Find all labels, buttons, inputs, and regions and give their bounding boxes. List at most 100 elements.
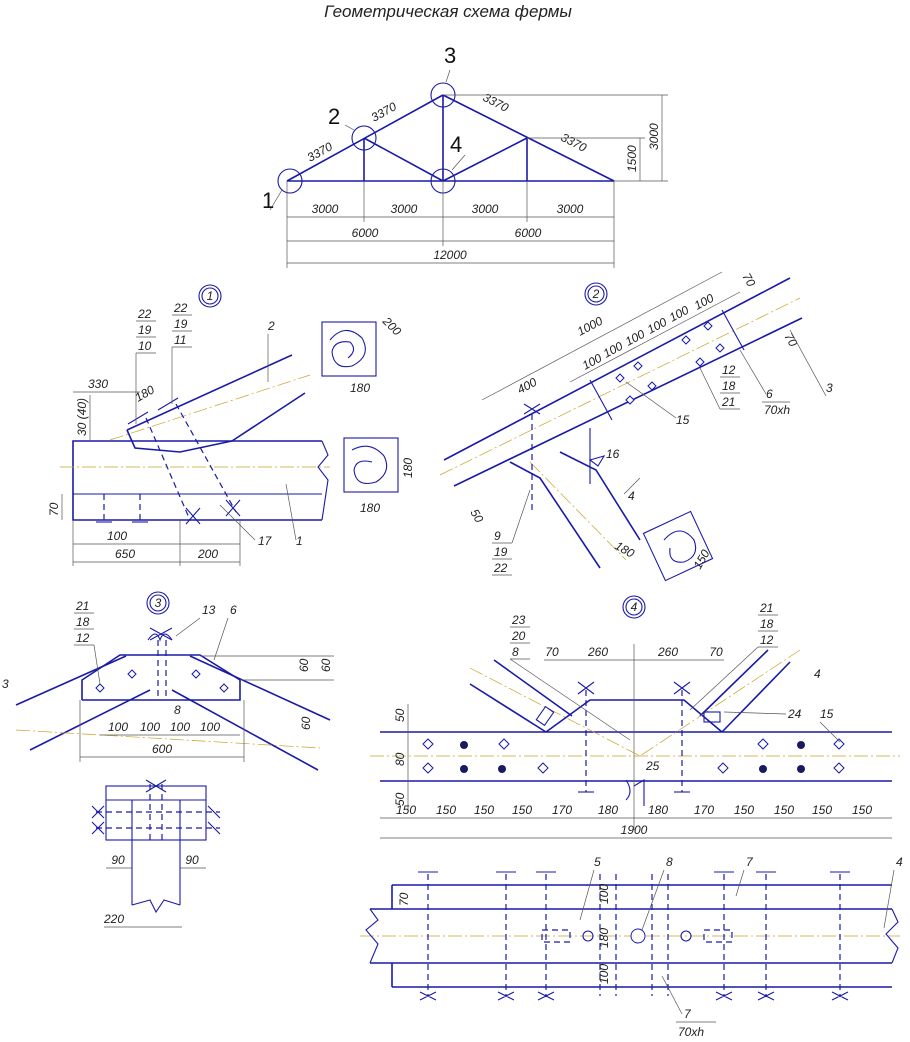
node-1-top-chord-top [126, 354, 293, 431]
node-4-bottom-dim: 150 [734, 803, 754, 817]
node-3-detail-view [105, 785, 207, 841]
node-2-dim: 50 [467, 507, 486, 526]
node-4-side-dim: 50 [393, 792, 407, 806]
diagonal-left [363, 137, 444, 182]
node-4-plan-leader: 8 [666, 855, 673, 869]
node-4-plan-leader: 7 [684, 1007, 692, 1021]
node-label-1: 1 [262, 188, 274, 213]
node-2-stack-a: 18 [722, 379, 736, 393]
node-3-detail-dim: 220 [103, 912, 124, 926]
leader-4 [451, 154, 466, 171]
node-2-leader: 6 [766, 387, 773, 401]
node-4-top-dim: 70 [545, 645, 559, 659]
node-3-detail-dim: 90 [111, 853, 125, 867]
node-3-dim: 100 [140, 720, 160, 734]
node-4-leader: 25 [645, 759, 660, 773]
node-3-detail: 3 21 18 12 13 6 3 8 60 60 60 [2, 591, 334, 928]
node-4-bottom-dim: 150 [774, 803, 794, 817]
node-1-section-dim: 180 [350, 381, 370, 395]
top-chord-length: 3370 [305, 139, 335, 164]
node-2-top-chord-top [443, 277, 791, 461]
top-chord-length: 3370 [559, 130, 589, 155]
node-1-badge [198, 284, 222, 308]
dim-span: 12000 [433, 248, 467, 262]
node-3-dim: 600 [152, 742, 172, 756]
node-4-top-dim: 260 [587, 645, 608, 659]
dim-panel: 3000 [472, 202, 499, 216]
node-4-stack-a: 8 [512, 645, 519, 659]
dim-panel: 3000 [312, 202, 339, 216]
node-3-badge-label: 3 [155, 596, 162, 610]
leader-3 [445, 69, 451, 83]
node-3-leader: 13 [202, 603, 216, 617]
node-2-badge-label: 2 [592, 287, 600, 301]
node-1-dim: 30 (40) [75, 398, 89, 436]
node-4-leader: 15 [820, 707, 834, 721]
node-2-dim: 400 [515, 375, 540, 397]
node-1-section-dim: 180 [401, 458, 415, 478]
node-2-leader: 4 [628, 489, 635, 503]
node-3-stack: 21 [75, 599, 89, 613]
node-3-dim: 100 [170, 720, 190, 734]
node-3-dim: 60 [319, 658, 333, 672]
node-3-gusset [81, 654, 241, 701]
node-4-plan-leader: 7 [746, 855, 754, 869]
node-2-stack-b: 19 [494, 545, 508, 559]
node-2-badge [584, 282, 608, 306]
node-1-stack-b: 22 [173, 301, 188, 315]
node-3-dim: 60 [297, 658, 311, 672]
node-4-plan-dim: 100 [597, 884, 611, 904]
node-1-stack-a: 19 [138, 323, 152, 337]
node-2-dim: 180 [613, 538, 638, 560]
node-1-dim: 100 [107, 529, 127, 543]
node-2-leader: 3 [826, 381, 833, 395]
node-circle-1 [277, 168, 303, 194]
node-4-bottom-dim: 170 [694, 803, 714, 817]
node-4-gusset [545, 699, 723, 733]
node-label-2: 2 [328, 104, 340, 129]
node-2-detail: 2 1000 100 100 100 100 100 [439, 271, 833, 582]
node-1-leader: 17 [258, 534, 273, 548]
dim-height-mid: 1500 [625, 145, 639, 172]
node-label-4: 4 [450, 132, 462, 157]
node-1-stack-b: 19 [174, 317, 188, 331]
node-4-side-dim: 80 [393, 752, 407, 766]
node-4-top-dim: 70 [709, 645, 723, 659]
node-3-dim: 100 [200, 720, 220, 734]
node-label-3: 3 [444, 43, 456, 68]
node-4-plan-leader: 5 [594, 855, 601, 869]
node-1-stack-a: 10 [138, 339, 152, 353]
node-4-bottom-dim: 170 [552, 803, 572, 817]
leader-2 [344, 124, 355, 131]
node-2-dim: 100 [580, 351, 605, 373]
node-4-leader: 4 [814, 667, 821, 681]
node-2-section [642, 510, 714, 582]
diagonal-right [442, 137, 528, 182]
node-4-badge-label: 4 [631, 600, 638, 614]
node-2-dim: 70 [781, 331, 800, 350]
node-1-stack-b: 11 [174, 333, 186, 347]
node-4-leader: 24 [787, 707, 802, 721]
node-4-bottom-dim: 180 [648, 803, 668, 817]
node-4-top-dim: 260 [657, 645, 678, 659]
node-3-leader: 8 [174, 703, 181, 717]
node-1-leader: 1 [296, 534, 303, 548]
node-3-dim: 60 [299, 716, 313, 730]
node-1-badge-label: 1 [207, 289, 214, 303]
node-2-dim: 100 [692, 291, 717, 313]
leader-1 [269, 189, 283, 211]
node-1-dim: 650 [115, 547, 135, 561]
node-4-stack-a: 20 [511, 629, 526, 643]
node-4-plan-sub: 70xh [678, 1025, 704, 1039]
node-4-badge [622, 595, 646, 619]
node-3-leader: 3 [2, 677, 9, 691]
break-line [317, 440, 329, 521]
node-4-bottom-dim: 150 [812, 803, 832, 817]
node-4-detail: 4 [370, 595, 900, 839]
node-3-badge [146, 591, 170, 615]
node-4-total-dim: 1900 [621, 823, 648, 837]
node-4-plan: 5 8 7 4 7 70xh 70 100 180 100 [360, 855, 903, 1039]
node-2-stack-b: 9 [494, 529, 501, 543]
truss-scheme: 1 2 3 4 3370 3370 3370 3370 3000 3000 30… [262, 43, 668, 268]
